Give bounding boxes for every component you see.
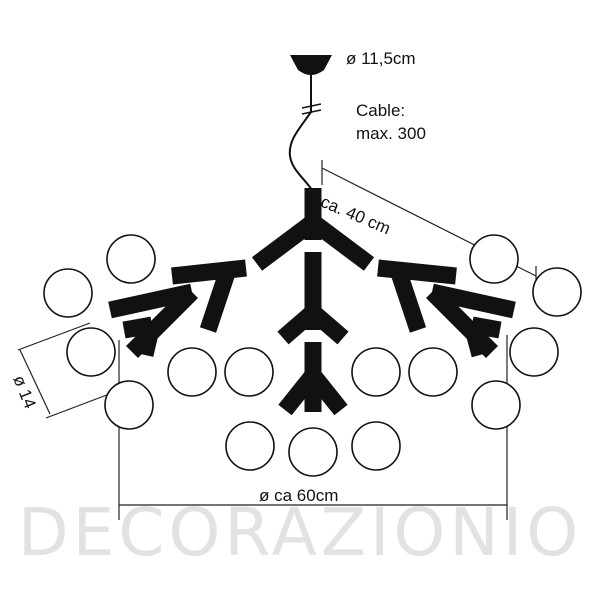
sphere <box>471 380 521 430</box>
sphere <box>43 268 93 318</box>
sphere <box>167 347 217 397</box>
sphere <box>509 327 559 377</box>
overall-width-label: ø ca 60cm <box>259 486 339 505</box>
cable-break-mark <box>301 103 322 115</box>
canopy-diameter-label: ø 11,5cm <box>346 49 416 68</box>
glass-spheres <box>43 234 582 477</box>
sphere <box>351 421 401 471</box>
chandelier-frame <box>108 188 516 416</box>
sphere <box>532 267 582 317</box>
sphere <box>351 347 401 397</box>
cable-title: Cable: <box>356 101 406 120</box>
sphere <box>469 234 519 284</box>
sphere <box>408 347 458 397</box>
sphere <box>288 427 338 477</box>
cable-value: max. 300 <box>356 123 426 143</box>
sphere-dimension-line <box>17 322 113 419</box>
sphere <box>104 380 154 430</box>
cable-length-label: Cable: max. 300 <box>356 100 426 146</box>
suspension-cable <box>288 92 313 191</box>
sphere <box>225 421 275 471</box>
sphere <box>224 347 274 397</box>
width-dimension-line <box>118 335 508 520</box>
sphere <box>66 327 116 377</box>
sphere <box>106 234 156 284</box>
ceiling-canopy <box>290 55 332 75</box>
